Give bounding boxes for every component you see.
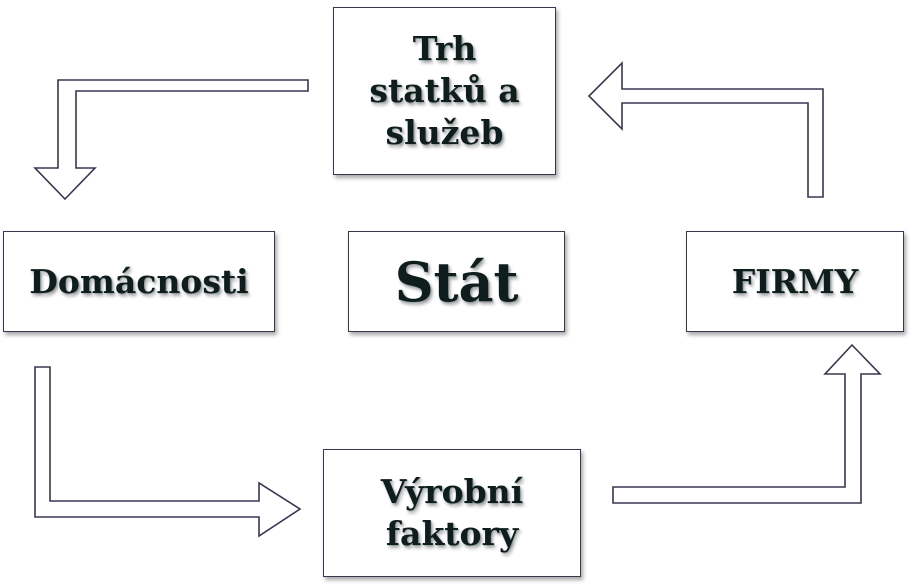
arrow-households-to-factors bbox=[34, 366, 302, 538]
state-label: Stát bbox=[394, 249, 519, 314]
households-label: Domácnosti bbox=[29, 262, 249, 301]
market-goods-services-box: Trh statků a služeb bbox=[333, 7, 556, 175]
arrow-factors-to-firms bbox=[612, 343, 882, 504]
state-box: Stát bbox=[348, 231, 565, 332]
production-factors-box: Výrobní faktory bbox=[323, 449, 581, 577]
arrow-firms-to-market bbox=[587, 61, 824, 198]
households-box: Domácnosti bbox=[3, 231, 275, 332]
firms-box: FIRMY bbox=[686, 231, 904, 332]
production-factors-label: Výrobní faktory bbox=[380, 472, 524, 553]
firms-label: FIRMY bbox=[731, 262, 859, 301]
arrow-market-to-households bbox=[33, 79, 309, 201]
market-goods-services-label: Trh statků a služeb bbox=[369, 29, 520, 152]
